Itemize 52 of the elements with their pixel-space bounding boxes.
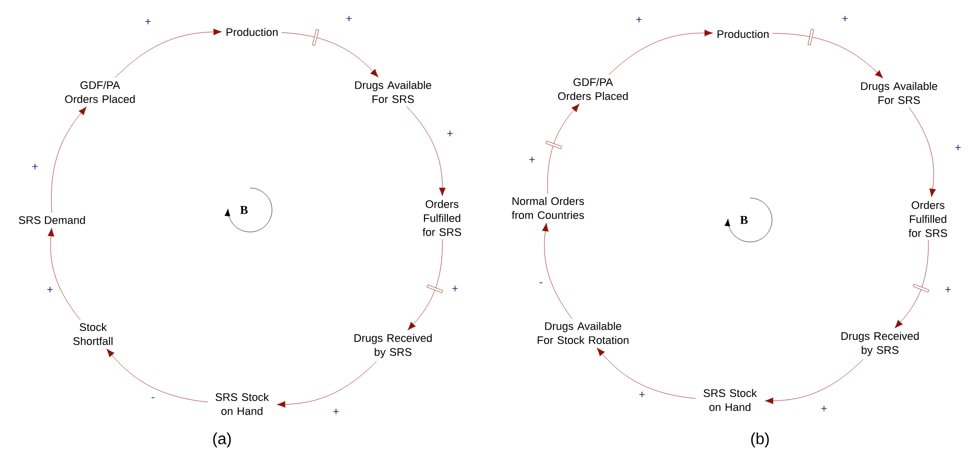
loop-label: B [740,216,748,224]
polarity-sign: + [32,164,38,170]
polarity-sign: + [955,144,961,150]
polarity-sign: + [639,392,645,398]
arrow [114,28,222,78]
polarity-sign: + [821,406,827,412]
polarity-sign: + [452,286,458,292]
polarity-sign: + [636,16,642,22]
variable-label: Drugs Received by SRS [354,334,432,358]
variable-label: SRS Demand [18,216,85,224]
polarity-sign: + [842,16,848,22]
variable-label: Stock Shortfall [73,322,112,346]
polarity-sign: + [333,408,339,414]
variable-label: Orders Fulfilled for SRS [908,200,948,238]
arrow [48,228,80,320]
variable-label: Normal Orders from Countries [512,196,584,220]
arrow [106,348,208,402]
polarity-sign: + [346,16,352,22]
variable-label: SRS Stock on Hand [216,392,269,416]
variable-label: Drugs Received by SRS [841,332,919,356]
arrow [406,106,446,196]
polarity-sign: - [540,282,542,284]
polarity-sign: - [152,397,154,398]
polarity-sign: + [447,130,453,136]
arrow [546,104,580,194]
arrow [894,240,930,328]
arrow [764,359,864,404]
variable-label: GDF/PA Orders Placed [558,78,628,100]
arrow [908,107,936,198]
variable-label: Drugs Available For Stock Rotation [538,322,628,344]
variable-label: Production [718,30,769,38]
variable-label: Drugs Available For SRS [355,80,432,104]
polarity-sign: + [145,18,151,24]
variable-label: Orders Fulfilled for SRS [422,200,462,236]
arrow [542,222,572,319]
arrow [408,239,443,330]
arrow [51,106,87,213]
arrow [276,361,377,408]
polarity-sign: + [945,286,951,292]
arrow [281,29,378,78]
variable-label: Drugs Available For SRS [861,82,938,104]
variable-label: Production [226,28,278,36]
arrow [772,28,884,78]
arrow [608,30,713,75]
polarity-sign: + [47,286,53,292]
loop-label: B [240,206,248,214]
arrow [596,348,696,399]
panel-caption: (a) [213,432,231,448]
panel-caption: (b) [751,432,769,448]
variable-label: GDF/PA Orders Placed [65,80,135,104]
variable-label: SRS Stock on Hand [704,388,757,412]
polarity-sign: + [529,156,535,162]
